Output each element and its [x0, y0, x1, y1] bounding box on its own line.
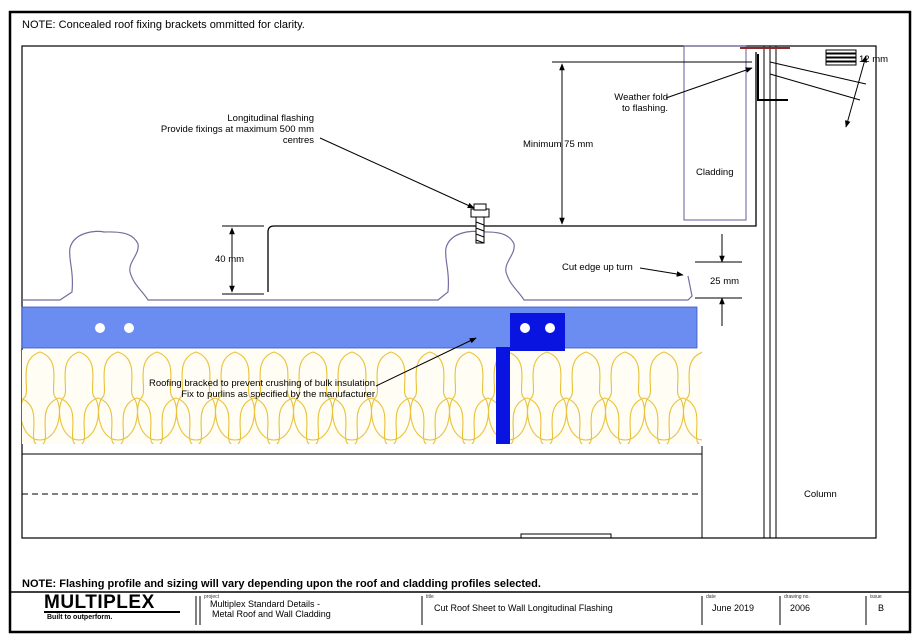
project-line: Multiplex Standard Details - — [210, 599, 321, 609]
dimension-25mm — [695, 234, 742, 326]
insulation-loop — [315, 397, 349, 444]
insulation-loop — [449, 351, 489, 441]
label-40mm: 40 mm — [215, 254, 245, 265]
insulation-loop — [566, 351, 606, 441]
issue-letter: B — [878, 603, 885, 613]
purlin-hole — [95, 323, 105, 333]
annotation-line: Longitudinal flashing — [227, 113, 314, 124]
company-tagline: Built to outperform. — [47, 614, 113, 621]
drawing-frame — [21, 45, 877, 539]
label-cut-edge: Cut edge up turn — [562, 262, 633, 273]
drawing-no-caption: drawing no. — [784, 594, 810, 600]
wall-column — [763, 46, 777, 538]
insulation-loop — [215, 351, 255, 441]
bracket-hole — [545, 323, 555, 333]
roofing-bracket-leg — [496, 347, 510, 444]
drawing-date: June 2019 — [712, 603, 755, 613]
sheet-stack-detail — [769, 49, 867, 128]
insulation-loop — [22, 351, 60, 441]
insulation-loop — [627, 397, 661, 444]
label-roofing-bracket: Roofing bracked to prevent crushing of b… — [110, 378, 375, 400]
insulation-loop — [198, 397, 232, 444]
insulation-loop — [605, 351, 645, 441]
cladding-panel — [683, 45, 747, 221]
insulation-loop — [137, 351, 177, 441]
insulation-loop — [120, 397, 154, 444]
insulation-loop — [410, 351, 450, 441]
insulation-loop — [683, 351, 702, 441]
insulation-loop — [510, 397, 544, 444]
insulation-loop — [81, 397, 115, 444]
insulation-loop — [432, 397, 466, 444]
dimension-40mm — [222, 225, 264, 295]
label-minimum-75mm: Minimum 75 mm — [523, 139, 594, 150]
insulation-loop — [254, 351, 294, 441]
label-25mm: 25 mm — [710, 276, 740, 287]
sheet-border — [8, 10, 912, 634]
purlin-hole — [124, 323, 134, 333]
insulation-loop — [549, 397, 583, 444]
insulation-loop — [98, 351, 138, 441]
insulation-loop — [159, 397, 193, 444]
project-name: Multiplex Standard Details - Metal Roof … — [210, 599, 331, 619]
top-note: NOTE: Concealed roof fixing brackets omm… — [22, 19, 305, 31]
label-cladding: Cladding — [696, 167, 734, 178]
label-longitudinal-flashing: Longitudinal flashing Provide fixings at… — [146, 113, 314, 146]
insulation-loop — [176, 351, 216, 441]
leader-lines — [319, 67, 753, 387]
bulk-insulation — [22, 350, 742, 486]
annotation-line: Fix to purlins as specified by the manuf… — [181, 389, 375, 400]
label-12mm: 12 mm — [859, 54, 889, 65]
insulation-loop — [59, 351, 99, 441]
insulation-loop — [527, 351, 567, 441]
insulation-loop — [644, 351, 684, 441]
insulation-loop — [703, 398, 742, 486]
issue-caption: issue — [870, 594, 882, 600]
title-block-grid — [10, 591, 910, 625]
annotation-line: centres — [282, 135, 314, 146]
logo-underline — [44, 611, 180, 613]
purlin-frame — [22, 446, 703, 539]
label-column: Column — [804, 489, 837, 500]
insulation-loop — [293, 351, 333, 441]
label-weather-fold: Weather fold to flashing. — [596, 92, 668, 114]
insulation-loop — [22, 398, 37, 444]
company-logo: MULTIPLEX — [44, 592, 155, 613]
longitudinal-flashing — [267, 52, 757, 292]
purlin — [21, 306, 698, 349]
annotation-line: to flashing. — [622, 103, 668, 114]
project-line: Metal Roof and Wall Cladding — [212, 609, 331, 619]
bottom-note: NOTE: Flashing profile and sizing will v… — [22, 578, 541, 590]
annotation-line: Weather fold — [614, 92, 668, 103]
insulation-loop — [237, 397, 271, 444]
insulation-loop — [332, 351, 372, 441]
drawing-title: Cut Roof Sheet to Wall Longitudinal Flas… — [434, 603, 613, 613]
annotation-line: Roofing bracked to prevent crushing of b… — [148, 378, 375, 389]
roofing-bracket-plate — [510, 313, 565, 351]
insulation-loop — [666, 397, 700, 444]
annotation-line: Provide fixings at maximum 500 mm — [160, 124, 314, 135]
title-caption: title — [426, 594, 434, 600]
screw-fixing — [470, 203, 490, 244]
insulation-loop — [393, 397, 427, 444]
insulation-loop — [276, 397, 310, 444]
drawing-number: 2006 — [790, 603, 811, 613]
project-caption: project — [204, 594, 220, 600]
dimension-75mm — [552, 61, 752, 225]
bracket-hole — [520, 323, 530, 333]
roof-sheet-profile — [22, 230, 693, 301]
weather-fold — [757, 54, 788, 101]
insulation-loop — [588, 397, 622, 444]
insulation-loop — [42, 397, 76, 444]
insulation-loop — [354, 397, 388, 444]
date-caption: date — [706, 594, 716, 600]
